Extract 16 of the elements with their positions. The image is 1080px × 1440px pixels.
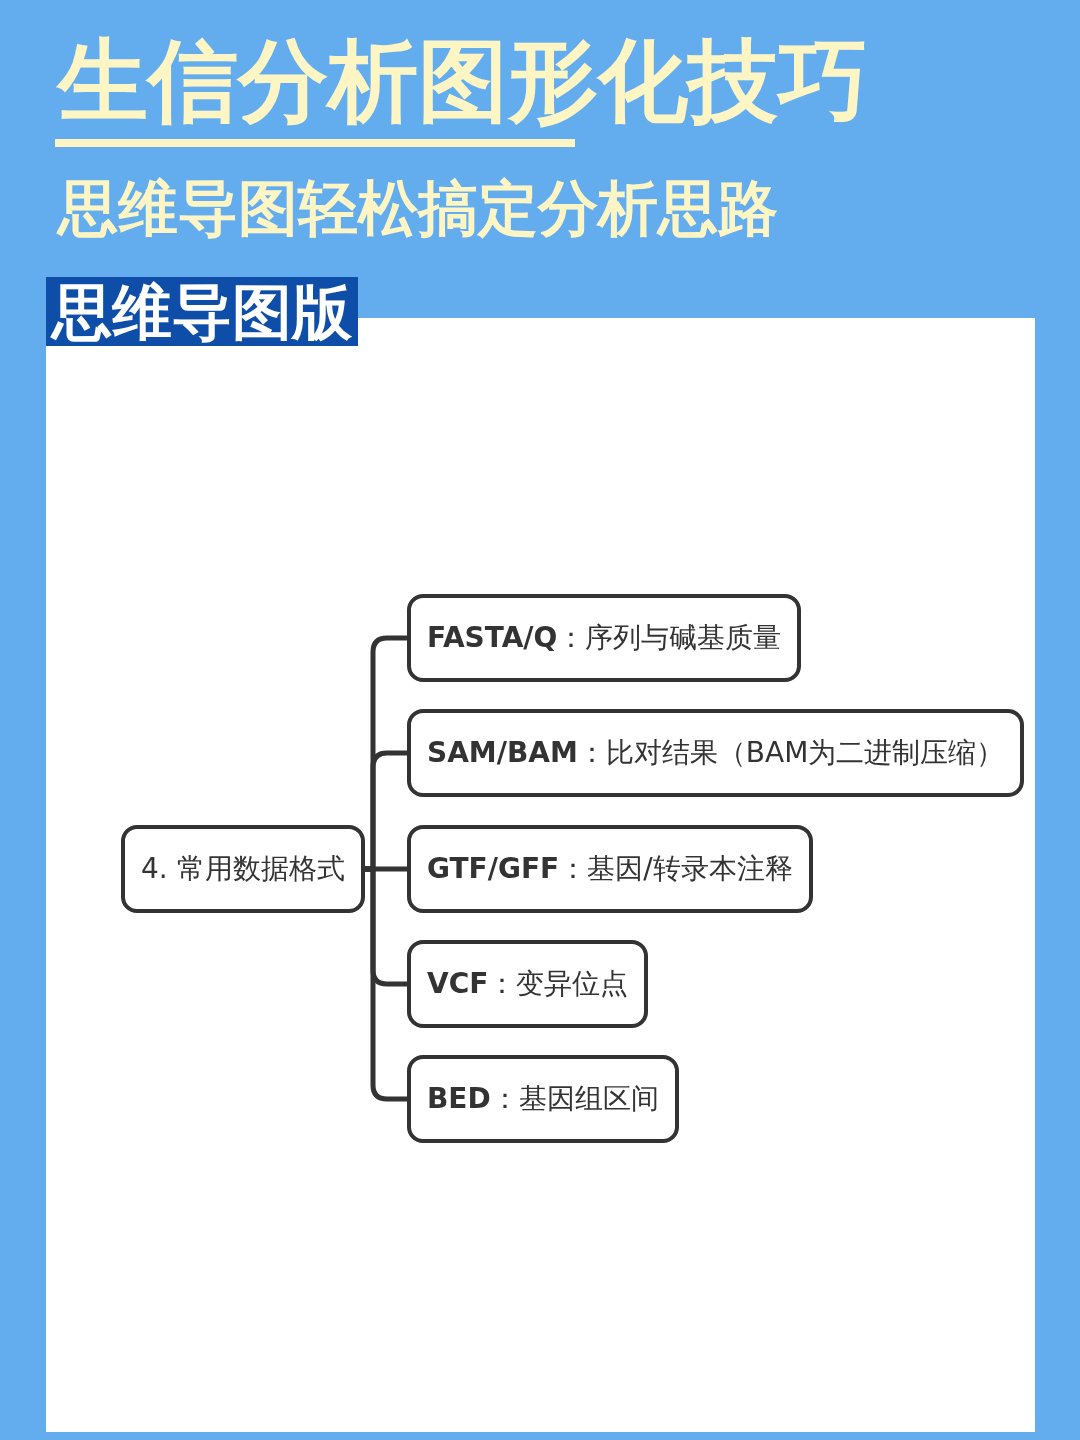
subtopic-box [407,1055,679,1143]
subtopic-box [407,709,1025,797]
section-tag: 思维导图版 [46,277,358,346]
subtopic-text: SAM/BAM：比对结果（BAM为二进制压缩） [427,739,1005,767]
subtopic-box [407,825,813,913]
subtopic-text: BED：基因组区间 [427,1085,659,1113]
connector-line [364,866,407,1102]
subtopic-box [407,594,802,682]
subtopic-box [407,940,649,1028]
topic-text: 4. 常用数据格式 [141,855,345,883]
title: 生信分析图形化技巧 [58,36,868,126]
subtitle: 思维导图轻松搞定分析思路 [58,178,778,238]
topic-box [121,825,365,913]
subtopic-text: GTF/GFF：基因/转录本注释 [427,855,793,883]
subtopic-text: VCF：变异位点 [427,970,629,998]
subtopic-text: FASTA/Q：序列与碱基质量 [427,624,782,652]
